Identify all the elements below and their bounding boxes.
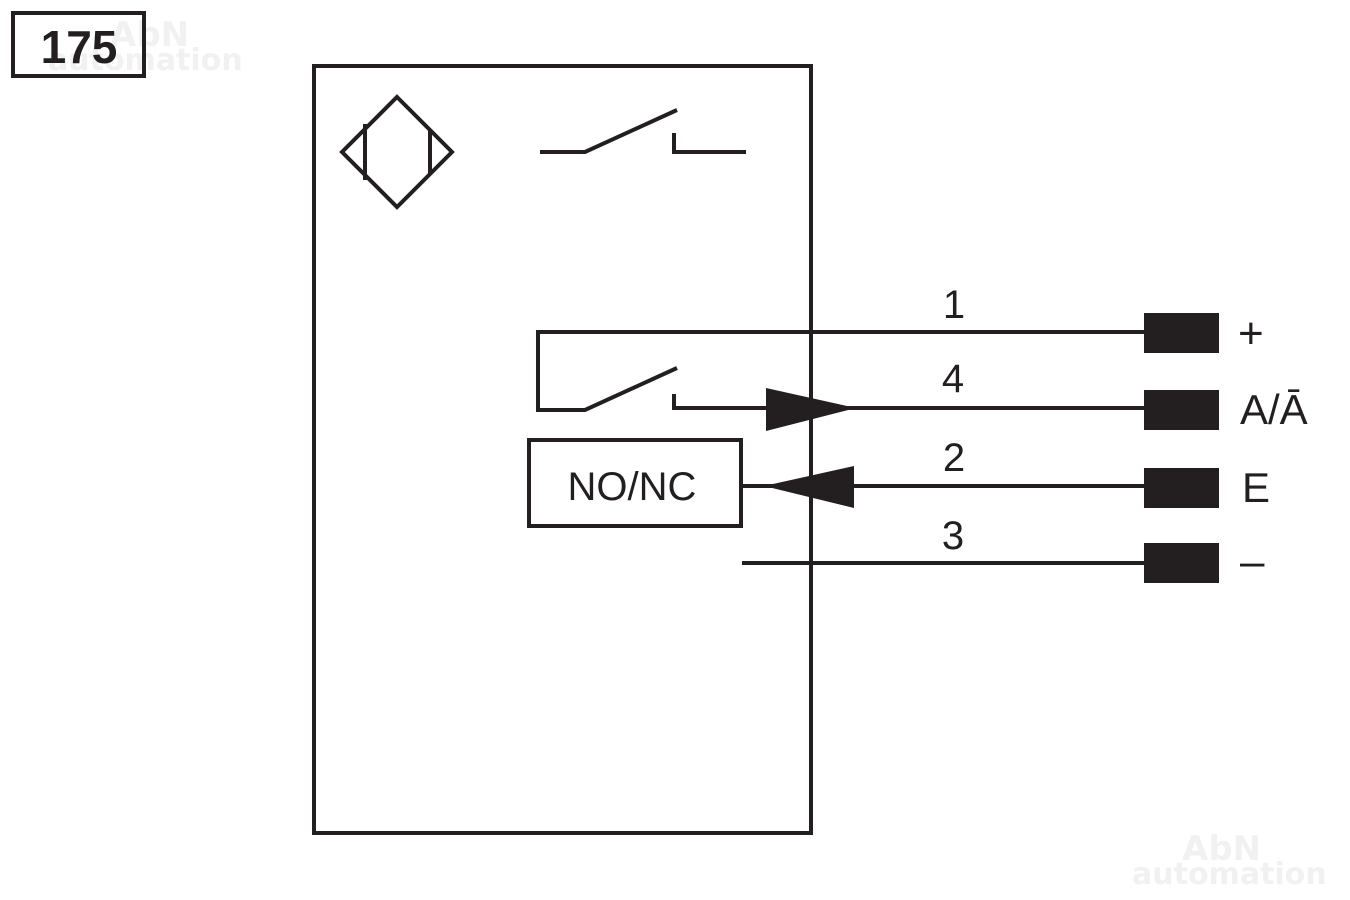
sensor-housing [312,64,813,835]
diagram-number: 175 [41,21,118,73]
watermark-line2: automation [1132,857,1327,892]
internal-switch-circuit [536,330,1146,412]
signal-label-plus: + [1238,309,1264,358]
wire-4 [766,388,1219,431]
wire-1 [1144,313,1219,353]
terminal-3 [1144,543,1219,583]
watermark-line1: AbN [110,15,189,55]
terminal-4 [1144,390,1219,430]
wire-3 [742,543,1219,583]
no-nc-label: NO/NC [568,465,697,509]
terminal-1 [1144,313,1219,353]
signal-label-e: E [1242,464,1270,511]
watermark-line1: AbN [1182,829,1261,869]
signal-label-minus: – [1240,537,1265,586]
signal-label-output: A/Ā [1240,386,1308,433]
pin-number-4: 4 [942,357,964,401]
wire-2 [741,466,1219,508]
diagram-number-box [11,11,146,78]
watermark-bottom-right: AbN automation [1132,829,1327,892]
output-arrow-icon [766,388,856,431]
pin-number-1: 1 [943,283,965,327]
input-arrow-icon [764,466,854,508]
switch-symbol-icon [540,108,746,154]
terminal-2 [1144,468,1219,508]
pin-number-2: 2 [943,436,965,480]
inductive-sensor-icon [339,94,455,210]
no-nc-box [527,438,743,528]
pin-number-3: 3 [942,514,964,558]
